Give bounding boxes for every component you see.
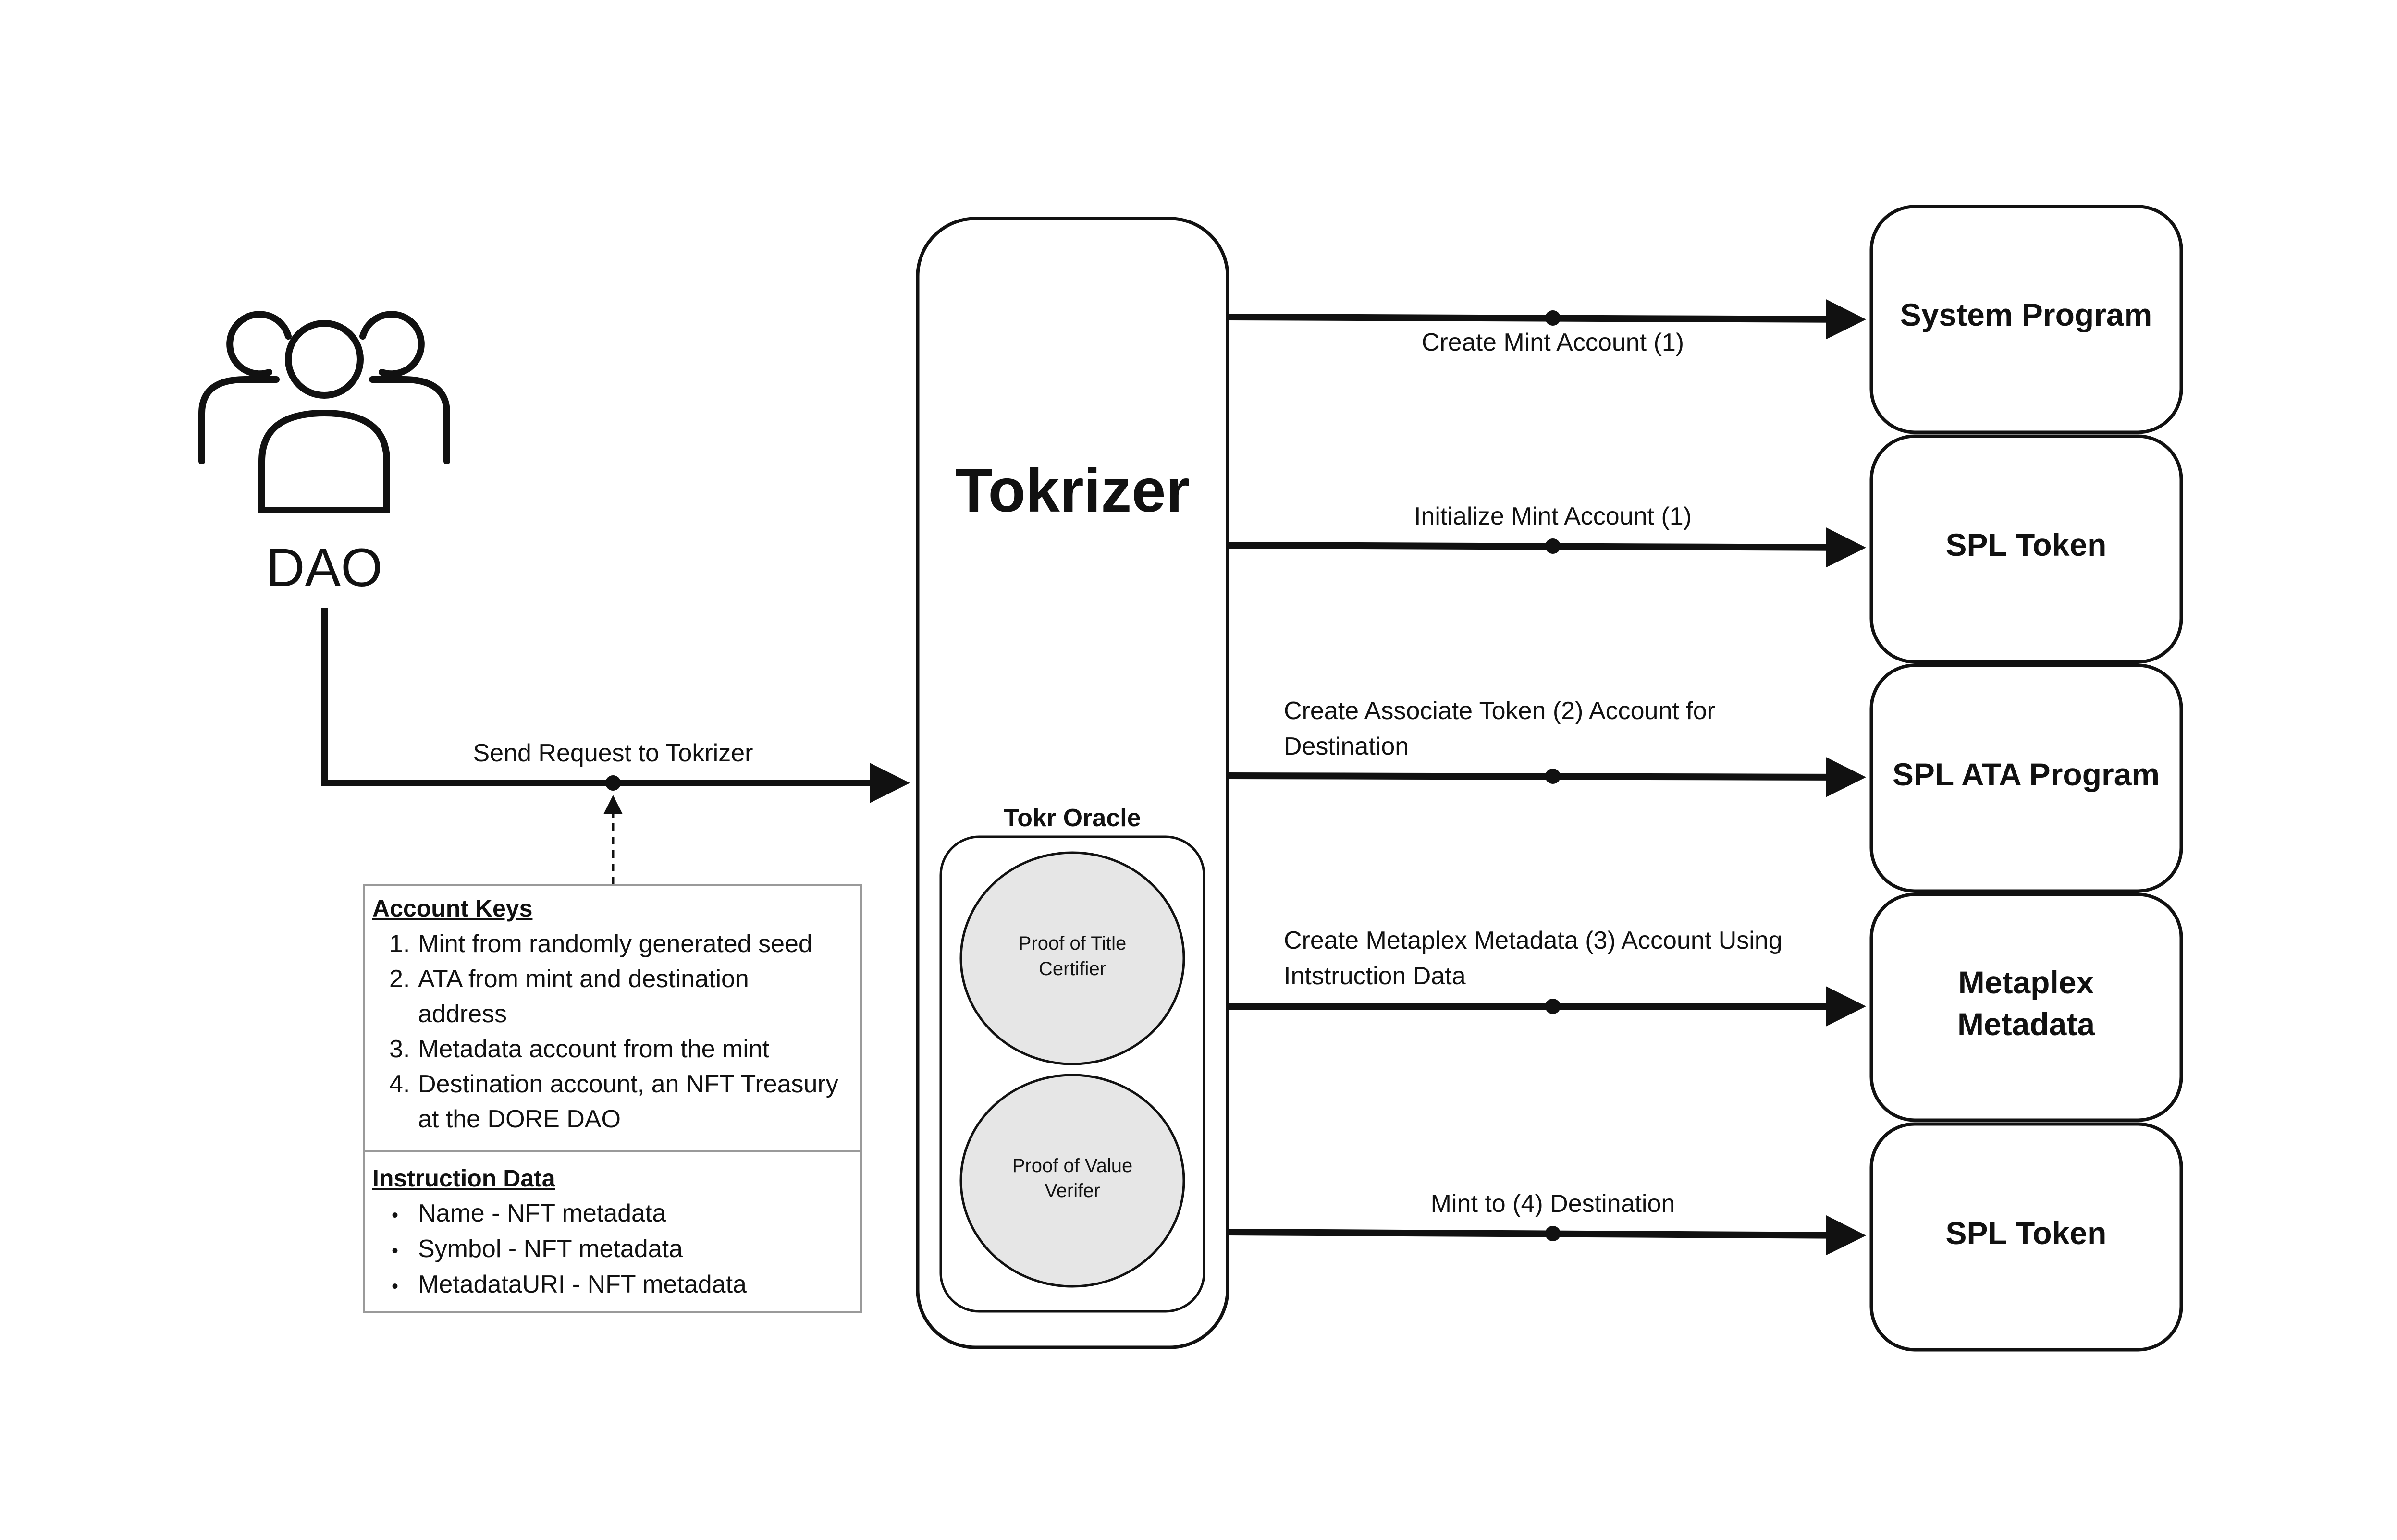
account-key-line: ATA from mint and destination bbox=[418, 965, 749, 993]
program-label: SPL Token bbox=[1946, 527, 2107, 562]
program-label: Metadata bbox=[1957, 1006, 2095, 1042]
request-midpoint bbox=[605, 775, 621, 791]
bullet: • bbox=[392, 1240, 398, 1261]
program-label: Metaplex bbox=[1958, 965, 2094, 1000]
program-box-spl-token bbox=[1869, 434, 2183, 664]
instruction-data-title: Instruction Data bbox=[372, 1165, 556, 1192]
proof-of-title-line: Proof of Title bbox=[1019, 933, 1127, 954]
proof-of-value-line: Proof of Value bbox=[1012, 1155, 1133, 1176]
account-key-number: 2. bbox=[389, 965, 410, 993]
account-key-number: 1. bbox=[389, 930, 410, 958]
program-box-metaplex-metadata bbox=[1869, 892, 2183, 1122]
step-label: Initialize Mint Account (1) bbox=[1414, 502, 1692, 530]
step-arrow bbox=[1228, 986, 1866, 1027]
step-label: Intstruction Data bbox=[1284, 962, 1466, 990]
instruction-data-item: Name - NFT metadata bbox=[418, 1199, 666, 1227]
users-group-icon bbox=[198, 311, 450, 513]
request-connector bbox=[321, 608, 910, 803]
proof-of-title-node bbox=[959, 851, 1185, 1065]
request-label: Send Request to Tokrizer bbox=[473, 739, 753, 767]
proof-of-title-line: Certifier bbox=[1039, 958, 1106, 979]
bullet: • bbox=[392, 1276, 398, 1297]
step-arrow bbox=[1227, 299, 1866, 340]
step-arrow bbox=[1227, 1215, 1866, 1256]
tokrizer-title: Tokrizer bbox=[955, 456, 1190, 525]
instruction-data-item: Symbol - NFT metadata bbox=[418, 1235, 683, 1263]
step-arrow bbox=[1227, 757, 1866, 797]
account-keys-title: Account Keys bbox=[372, 895, 532, 922]
account-key-line: Metadata account from the mint bbox=[418, 1035, 770, 1063]
program-box-spl-token bbox=[1869, 1122, 2183, 1352]
account-key-line: address bbox=[418, 1000, 507, 1028]
step-label: Mint to (4) Destination bbox=[1431, 1190, 1675, 1218]
step-label: Create Metaplex Metadata (3) Account Usi… bbox=[1284, 927, 1782, 954]
bullet: • bbox=[392, 1205, 398, 1226]
details-box: Account Keys 1. Mint from randomly gener… bbox=[363, 884, 862, 1313]
actor-label: DAO bbox=[266, 538, 383, 598]
proof-of-value-line: Verifer bbox=[1045, 1180, 1100, 1201]
account-key-line: at the DORE DAO bbox=[418, 1105, 621, 1133]
step-arrow bbox=[1227, 527, 1866, 568]
proof-of-value-node bbox=[959, 1074, 1185, 1288]
program-box-spl-ata-program bbox=[1869, 663, 2183, 893]
account-key-line: Mint from randomly generated seed bbox=[418, 930, 812, 958]
step-label: Create Associate Token (2) Account for bbox=[1284, 697, 1715, 725]
step-label: Destination bbox=[1284, 733, 1409, 760]
program-label: SPL Token bbox=[1946, 1215, 2107, 1251]
program-label: SPL ATA Program bbox=[1893, 757, 2160, 792]
step-label: Create Mint Account (1) bbox=[1422, 329, 1684, 356]
program-box-system-program bbox=[1869, 205, 2183, 434]
account-key-number: 4. bbox=[389, 1070, 410, 1098]
account-key-number: 3. bbox=[389, 1035, 410, 1063]
program-label: System Program bbox=[1900, 297, 2152, 332]
instruction-data-item: MetadataURI - NFT metadata bbox=[418, 1271, 747, 1298]
oracle-title: Tokr Oracle bbox=[1004, 804, 1141, 832]
account-key-line: Destination account, an NFT Treasury bbox=[418, 1070, 838, 1098]
